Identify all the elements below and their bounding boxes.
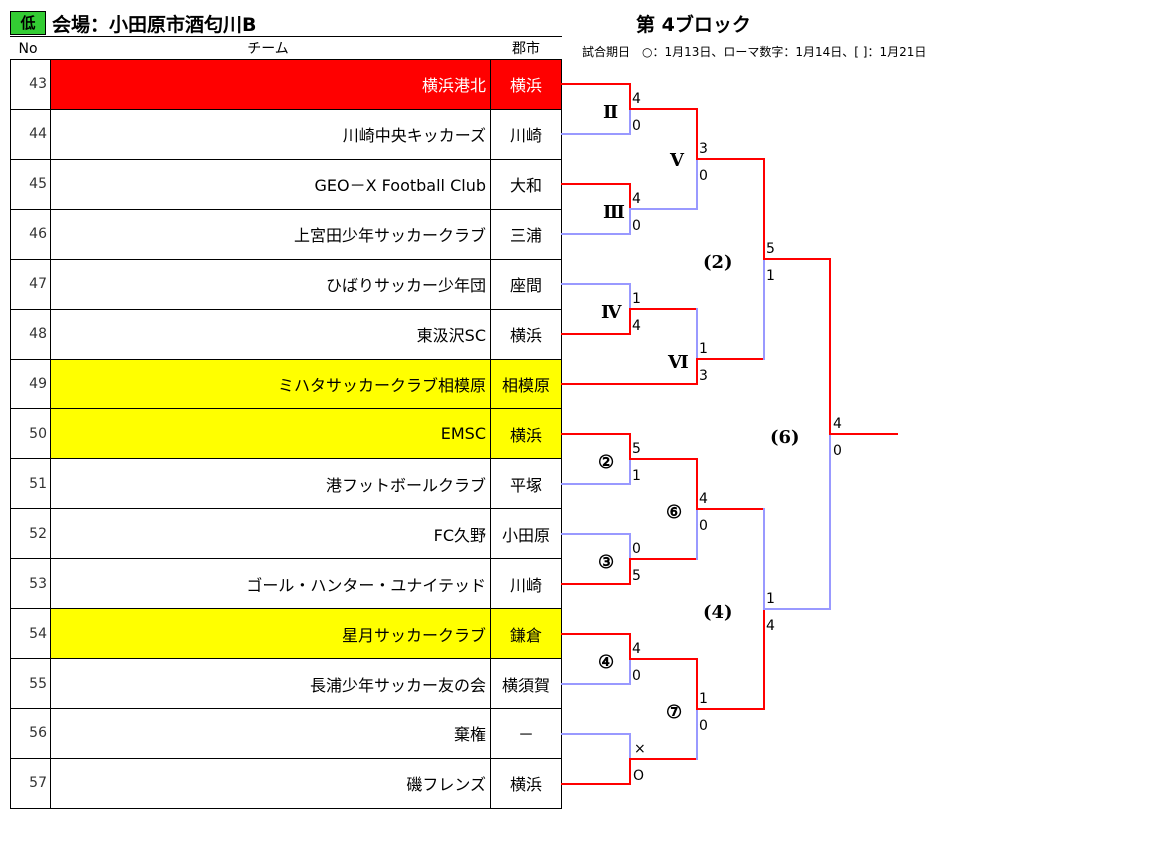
schedule-note: 試合期日 ○：1月13日、ローマ数字：1月14日、[ ]：1月21日 [582,45,927,59]
team-name: GEO－X Football Club [50,158,491,210]
round-label: (4) [703,602,733,623]
team-no: 51 [10,458,51,510]
round-label: ④ [598,652,614,673]
score: 4 [632,191,641,207]
score: 0 [632,541,641,557]
score: 0 [699,518,708,534]
team-city: 相模原 [490,358,562,410]
team-name: 横浜港北 [50,59,491,110]
score: 0 [833,443,842,459]
score: 1 [766,591,775,607]
score: 5 [632,568,641,584]
team-name: 港フットボールクラブ [50,458,491,510]
column-header-city: 郡市 [512,41,540,57]
team-city: 横浜 [490,59,562,110]
score: 0 [632,218,641,234]
team-city: 川崎 [490,108,562,160]
round-label: (2) [703,252,733,273]
team-city: 三浦 [490,208,562,260]
team-no: 56 [10,707,51,759]
block-title: 第 4ブロック [636,14,751,36]
column-header-no: No [18,41,38,57]
header-divider [10,36,562,37]
round-label: Ⅳ [601,302,622,323]
team-name: ゴール・ハンター・ユナイテッド [50,558,491,610]
score: 4 [699,491,708,507]
team-no: 57 [10,757,51,810]
round-label: ⑦ [666,702,682,723]
score: 5 [766,241,775,257]
score: 4 [632,641,641,657]
score: × [634,741,646,757]
score: 1 [632,291,641,307]
team-no: 49 [10,358,51,410]
team-city: 小田原 [490,508,562,560]
team-city: 横須賀 [490,658,562,709]
score: 3 [699,141,708,157]
score: 1 [699,341,708,357]
team-city: 座間 [490,258,562,310]
team-name: 磯フレンズ [50,757,491,810]
column-header-team: チーム [247,41,289,57]
score: 4 [766,618,775,634]
team-no: 45 [10,158,51,210]
score: 1 [766,268,775,284]
score: 0 [699,718,708,734]
team-no: 54 [10,608,51,660]
team-name: FC久野 [50,508,491,560]
round-label: Ⅱ [603,102,618,123]
team-city: 横浜 [490,308,562,360]
score: 0 [632,668,641,684]
score: 3 [699,368,708,384]
team-name: ひばりサッカー少年団 [50,258,491,310]
team-name: 上宮田少年サッカークラブ [50,208,491,260]
team-no: 48 [10,308,51,360]
team-no: 50 [10,408,51,460]
round-labels: Ⅱ Ⅲ Ⅳ Ⅴ Ⅵ ② ③ ④ ⑥ ⑦ (2) (4) (6) [598,102,800,723]
round-label: Ⅵ [667,352,689,373]
score: 0 [699,168,708,184]
team-city: － [490,707,562,759]
round-label: Ⅲ [603,202,625,223]
round-label: ⑥ [666,502,682,523]
team-no: 55 [10,658,51,709]
team-no: 43 [10,59,51,110]
team-name: 長浦少年サッカー友の会 [50,658,491,709]
score: 5 [632,441,641,457]
round-label: ③ [598,552,614,573]
category-badge: 低 [10,11,46,35]
score: 1 [699,691,708,707]
score: 4 [632,91,641,107]
bracket-lines [561,83,898,785]
score: 1 [632,468,641,484]
round-label: Ⅴ [669,150,685,171]
score: 4 [833,416,842,432]
round-label: ② [598,452,614,473]
match-scores: 4 0 4 0 1 4 3 0 1 3 5 1 5 1 0 5 4 0 4 0 … [632,91,842,784]
round-label: (6) [770,427,800,448]
score: O [633,768,644,784]
score: 0 [632,118,641,134]
team-city: 横浜 [490,408,562,460]
score: 4 [632,318,641,334]
venue-title: 会場：小田原市酒匂川B [52,14,257,36]
team-name: EMSC [50,408,491,460]
team-name: ミハタサッカークラブ相模原 [50,358,491,410]
